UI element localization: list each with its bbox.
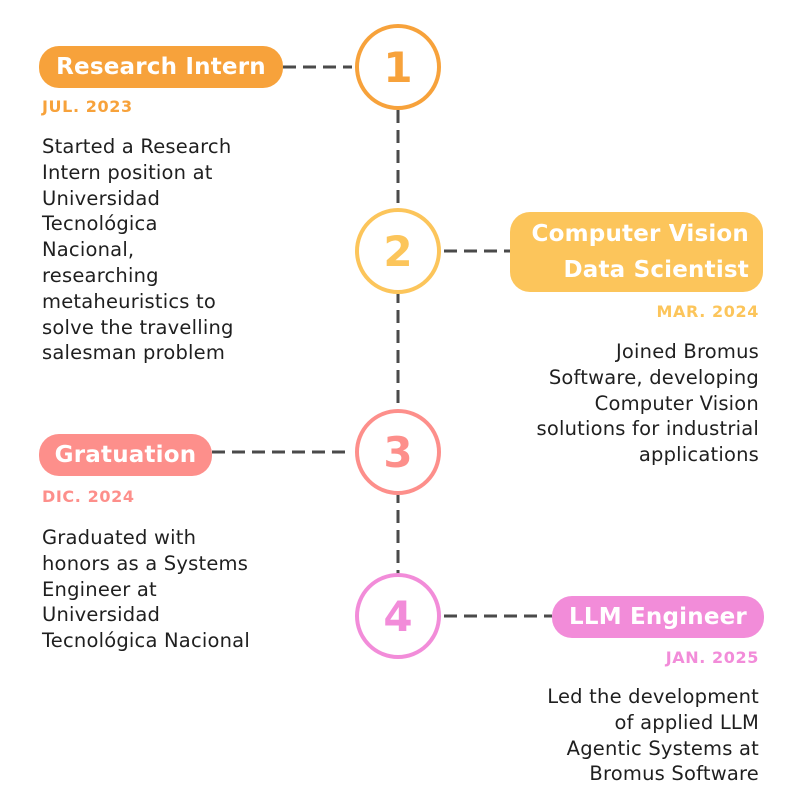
step-1-description-line: Intern position at: [42, 160, 213, 184]
step-4-description: Led the development of applied LLM Agent…: [547, 684, 759, 787]
step-2-description-line: solutions for industrial: [536, 417, 759, 441]
step-2-number: 2: [383, 227, 412, 276]
step-3-description: Graduated with honors as a Systems Engin…: [42, 525, 250, 654]
step-3-description-line: Graduated with: [42, 526, 197, 549]
step-1-description: Started a Research Intern position at Un…: [42, 134, 234, 366]
step-3-description-line: Universidad: [42, 603, 161, 627]
step-3-date: DIC. 2024: [42, 487, 135, 506]
step-3-description-line: honors as a Systems: [42, 551, 249, 575]
step-1-title-pill: Research Intern: [39, 46, 283, 88]
step-4-description-line: Agentic Systems at: [566, 736, 759, 760]
step-4-description-line: Bromus Software: [589, 762, 759, 786]
step-3-description-line: Tecnológica Nacional: [42, 629, 250, 653]
step-2-title-pill: Computer Vision Data Scientist: [510, 212, 763, 292]
step-4-title-pill: LLM Engineer: [552, 596, 764, 638]
step-1-description-line: solve the travelling: [42, 315, 234, 339]
step-4-marker: 4: [355, 573, 441, 659]
step-3-marker: 3: [355, 409, 441, 495]
step-2-description-line: Software, developing: [548, 365, 759, 389]
step-4-description-line: of applied LLM: [614, 710, 759, 734]
step-1-description-line: Universidad: [42, 186, 161, 210]
step-3-number: 3: [383, 428, 412, 477]
step-1-description-line: Tecnológica: [42, 212, 158, 236]
step-3-description-line: Engineer at: [42, 577, 157, 601]
step-4-date: JAN. 2025: [665, 648, 759, 667]
step-1-description-line: metaheuristics to: [42, 289, 217, 313]
step-4-title: LLM Engineer: [569, 604, 747, 630]
step-3-title-pill: Gratuation: [39, 434, 212, 476]
step-4-number: 4: [383, 592, 412, 641]
step-1-description-line: salesman problem: [42, 341, 226, 365]
step-2-title-line-2: Data Scientist: [563, 257, 749, 283]
step-1-title: Research Intern: [56, 54, 266, 80]
step-2-description: Joined Bromus Software, developing Compu…: [536, 339, 759, 468]
step-2-description-line: Joined Bromus: [615, 340, 759, 363]
step-3-title: Gratuation: [54, 442, 197, 468]
step-1-date: JUL. 2023: [42, 97, 133, 116]
step-1-description-line: Nacional,: [42, 238, 135, 262]
step-4-description-line: Led the development: [547, 685, 759, 708]
step-1-number: 1: [383, 43, 412, 92]
step-2-title-line-1: Computer Vision: [531, 221, 749, 247]
step-2-description-line: applications: [638, 443, 759, 467]
step-2-description-line: Computer Vision: [594, 391, 759, 415]
step-2-marker: 2: [355, 208, 441, 294]
step-2-date: MAR. 2024: [656, 302, 759, 321]
step-1-marker: 1: [355, 24, 441, 110]
step-1-description-line: researching: [42, 263, 159, 287]
step-1-description-line: Started a Research: [42, 135, 232, 158]
